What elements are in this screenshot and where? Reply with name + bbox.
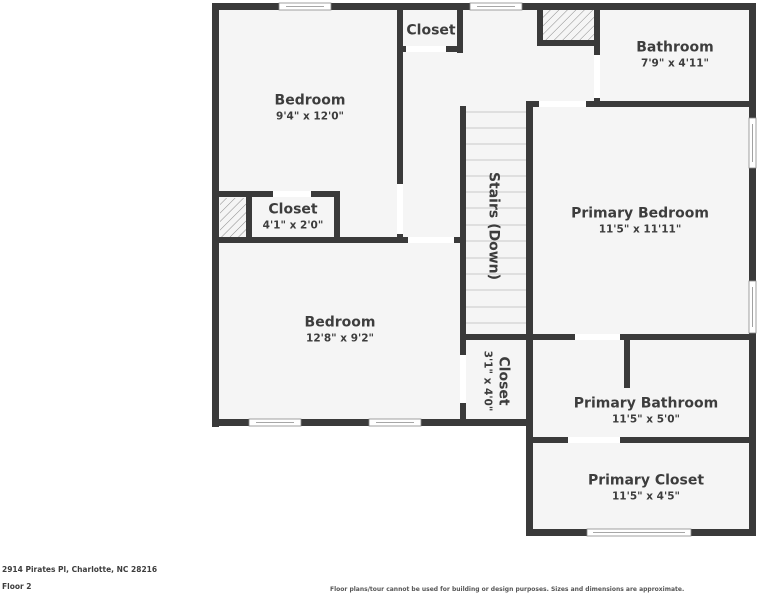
room-label-primary-bathroom: Primary Bathroom 11'5" x 5'0" — [574, 396, 718, 427]
door-openings — [273, 46, 620, 443]
room-name: Closet — [406, 22, 456, 39]
property-address: 2914 Pirates Pl, Charlotte, NC 28216 — [2, 565, 158, 574]
room-dimensions: 11'5" x 5'0" — [612, 413, 680, 426]
room-name: Bathroom — [636, 39, 714, 56]
room-dimensions: 3'1" x 4'0" — [481, 350, 494, 412]
room-label-stairs: Stairs (Down) — [485, 172, 502, 280]
room-label-closet-small: Closet 4'1" x 2'0" — [263, 202, 324, 233]
room-dimensions: 7'9" x 4'11" — [641, 57, 709, 70]
shaft-top-hatch — [543, 10, 594, 42]
room-label-closet-hall: Closet 3'1" x 4'0" — [481, 351, 512, 412]
stairs-treads — [466, 108, 526, 336]
floor-label: Floor 2 — [2, 582, 32, 591]
room-name: Primary Bedroom — [571, 205, 709, 222]
shaft-left-hatch — [220, 198, 247, 238]
room-dimensions: 11'5" x 11'11" — [598, 223, 682, 236]
room-label-closet-top: Closet — [406, 23, 455, 40]
room-name: Bedroom — [274, 92, 346, 109]
room-name: Closet — [495, 356, 512, 406]
room-dimensions: 9'4" x 12'0" — [276, 110, 344, 123]
windows — [248, 2, 757, 537]
disclaimer: Floor plans/tour cannot be used for buil… — [330, 586, 685, 593]
room-name: Stairs (Down) — [485, 171, 502, 281]
room-label-primary-bedroom: Primary Bedroom 11'5" x 11'11" — [571, 206, 709, 237]
room-label-bedroom-1: Bedroom 9'4" x 12'0" — [275, 93, 346, 124]
room-name: Bedroom — [304, 314, 376, 331]
room-label-bedroom-2: Bedroom 12'8" x 9'2" — [305, 315, 376, 346]
room-dimensions: 4'1" x 2'0" — [262, 219, 324, 232]
room-dimensions: 11'5" x 4'5" — [612, 490, 680, 503]
room-name: Primary Closet — [587, 472, 705, 489]
room-label-bathroom: Bathroom 7'9" x 4'11" — [636, 40, 714, 71]
room-name: Closet — [268, 201, 318, 218]
room-name: Primary Bathroom — [573, 395, 719, 412]
room-dimensions: 12'8" x 9'2" — [306, 332, 374, 345]
room-label-primary-closet: Primary Closet 11'5" x 4'5" — [588, 473, 704, 504]
